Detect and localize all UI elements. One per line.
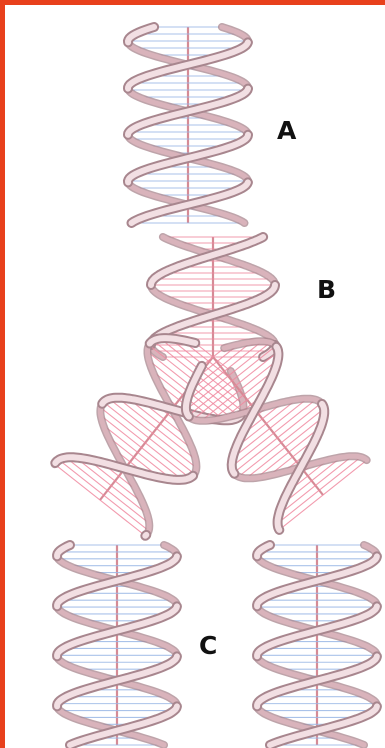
dna-helix-c-daughter-right <box>257 545 377 745</box>
label-c: C <box>199 633 217 658</box>
dna-helix-c-daughter-left <box>57 545 177 745</box>
dna-helix-a-parent <box>128 27 248 223</box>
label-b: B <box>317 277 336 302</box>
backbone-strand-front <box>145 535 146 536</box>
dna-replication-diagram <box>5 5 385 748</box>
label-a: A <box>277 118 296 143</box>
